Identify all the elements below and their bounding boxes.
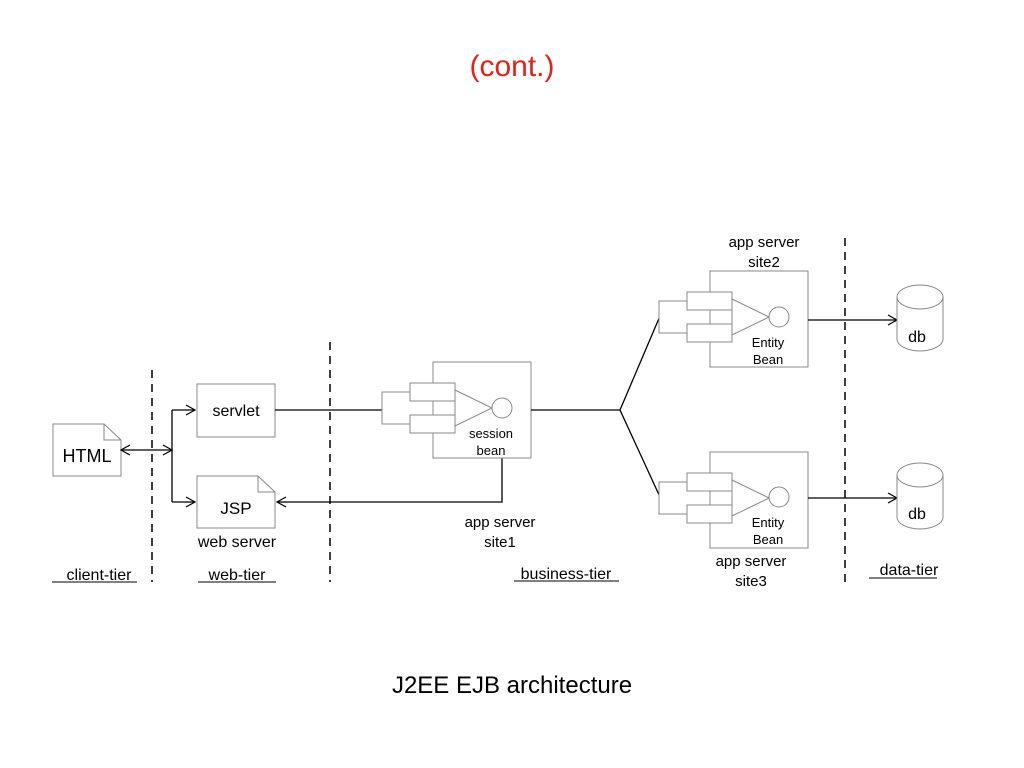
site2-label-line1: app server bbox=[729, 234, 800, 251]
db-top-label: db bbox=[908, 329, 926, 346]
client-tier-label: client-tier bbox=[67, 567, 133, 584]
data-tier-label: data-tier bbox=[880, 562, 939, 579]
branch-to-site2-connector bbox=[619, 315, 661, 411]
branch-to-site3-connector bbox=[619, 409, 661, 498]
site3-label-line2: site3 bbox=[735, 573, 767, 590]
site2-label-line2: site2 bbox=[748, 254, 780, 271]
servlet-label: servlet bbox=[212, 403, 260, 420]
web-tier-label: web-tier bbox=[208, 567, 267, 584]
html-document-shape bbox=[52, 423, 122, 477]
site1-label-line2: site1 bbox=[484, 534, 516, 551]
slide-caption: J2EE EJB architecture bbox=[391, 672, 633, 699]
entity-bean-site3-label-line1: Entity bbox=[752, 515, 785, 530]
html-label: HTML bbox=[63, 446, 112, 466]
db-cylinder-bottom bbox=[896, 462, 944, 530]
site1-label-line1: app server bbox=[465, 514, 536, 531]
business-tier-label: business-tier bbox=[521, 566, 612, 583]
entity-bean-site3-component bbox=[658, 451, 809, 549]
site3-label-line1: app server bbox=[716, 553, 787, 570]
jsp-document-shape bbox=[196, 475, 276, 529]
session-bean-component bbox=[381, 361, 532, 459]
entity-bean-site2-label-line1: Entity bbox=[752, 335, 785, 350]
session-bean-label-line1: session bbox=[469, 426, 513, 441]
web-server-label: web server bbox=[197, 534, 277, 551]
db-bottom-label: db bbox=[908, 506, 926, 523]
entity-bean-site2-label-line2: Bean bbox=[753, 352, 783, 367]
entity-bean-site2-component bbox=[658, 270, 809, 368]
slide-title: (cont.) bbox=[469, 50, 555, 83]
entity-bean-site3-label-line2: Bean bbox=[753, 532, 783, 547]
servlet-box bbox=[196, 383, 276, 438]
session-bean-label-line2: bean bbox=[477, 443, 506, 458]
jsp-label: JSP bbox=[220, 499, 251, 518]
db-cylinder-top bbox=[896, 284, 944, 352]
